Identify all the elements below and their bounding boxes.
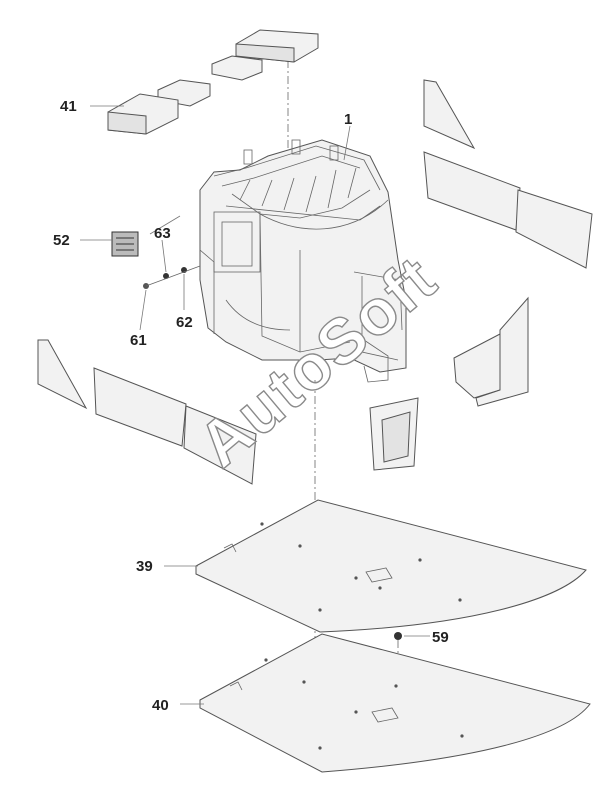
right-upper-panels [423, 79, 593, 269]
decal-plate [111, 231, 139, 257]
callout-1: 1 [344, 111, 352, 128]
callout-63: 63 [154, 225, 171, 242]
fastener-set [143, 265, 201, 289]
roof-pad-group [107, 29, 319, 135]
floor-plate-lower [199, 633, 591, 773]
callout-62: 62 [176, 314, 193, 331]
callout-59: 59 [432, 629, 449, 646]
callout-61: 61 [130, 332, 147, 349]
callout-52: 52 [53, 232, 70, 249]
leader-lines [80, 105, 430, 705]
floor-plate-upper [195, 499, 587, 633]
callout-40: 40 [152, 697, 169, 714]
cab-assembly [199, 139, 407, 383]
right-rear-panels [369, 296, 529, 471]
bolt-59 [394, 632, 402, 640]
callout-41: 41 [60, 98, 77, 115]
callout-39: 39 [136, 558, 153, 575]
left-lower-panels [37, 339, 257, 485]
